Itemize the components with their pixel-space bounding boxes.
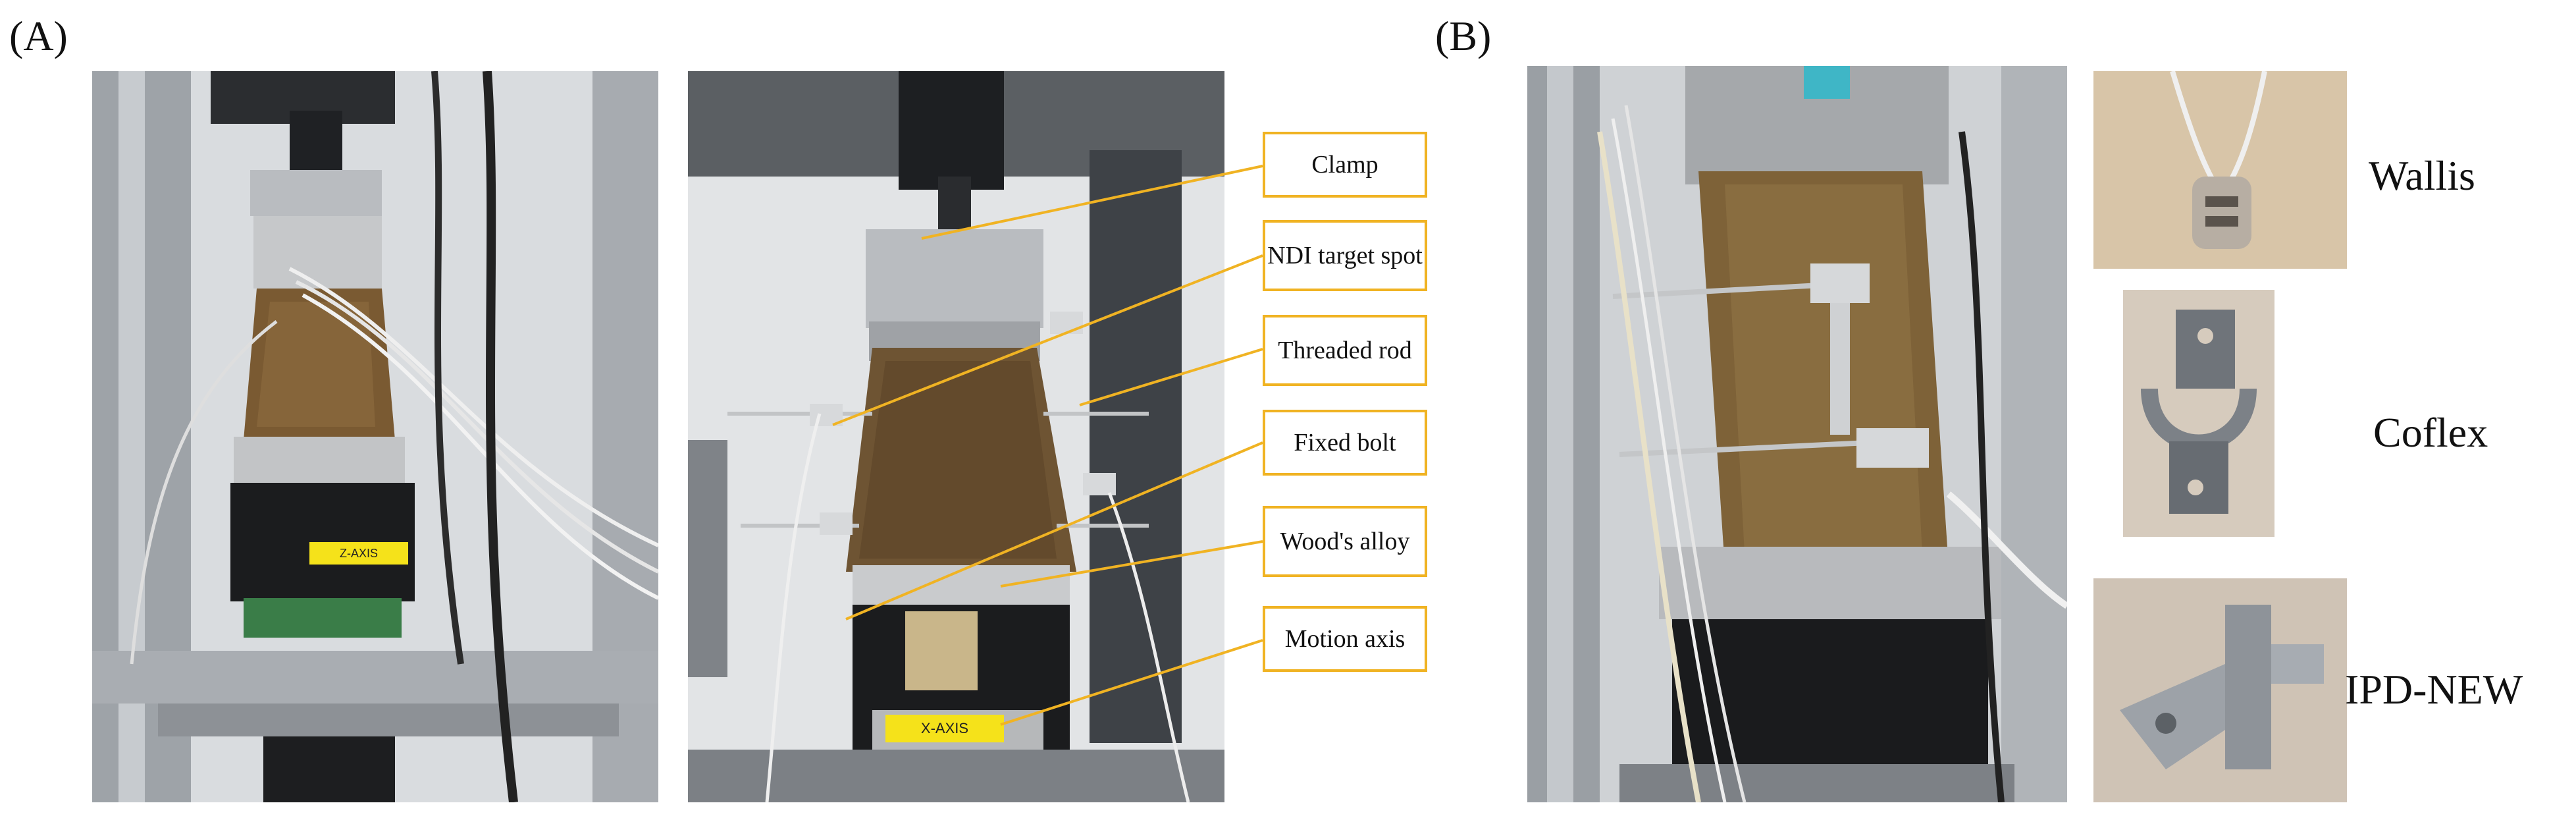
- photo-side-view: Z-AXIS: [92, 71, 658, 802]
- z-axis-tag: Z-AXIS: [339, 547, 378, 560]
- x-axis-tag: X-AXIS: [920, 720, 969, 736]
- photo-implant-specimen: [1527, 66, 2067, 802]
- callout-woods-alloy: Wood's alloy: [1263, 506, 1427, 577]
- photo-front-view: X-AXIS: [688, 71, 1224, 802]
- device-label-wallis: Wallis: [2369, 152, 2475, 199]
- panel-b-label: (B): [1435, 13, 1492, 59]
- device-label-ipd-new: IPD-NEW: [2345, 666, 2523, 713]
- callout-threaded-rod: Threaded rod: [1263, 315, 1427, 386]
- panel-a-label: (A): [9, 13, 68, 59]
- device-image-coflex: [2123, 290, 2274, 537]
- callout-ndi-target-spot: NDI target spot: [1263, 220, 1427, 291]
- callout-fixed-bolt: Fixed bolt: [1263, 410, 1427, 476]
- callout-motion-axis: Motion axis: [1263, 606, 1427, 672]
- device-label-coflex: Coflex: [2373, 409, 2488, 456]
- device-image-ipd-new: [2093, 578, 2347, 802]
- device-image-wallis: [2093, 71, 2347, 269]
- callout-clamp: Clamp: [1263, 132, 1427, 198]
